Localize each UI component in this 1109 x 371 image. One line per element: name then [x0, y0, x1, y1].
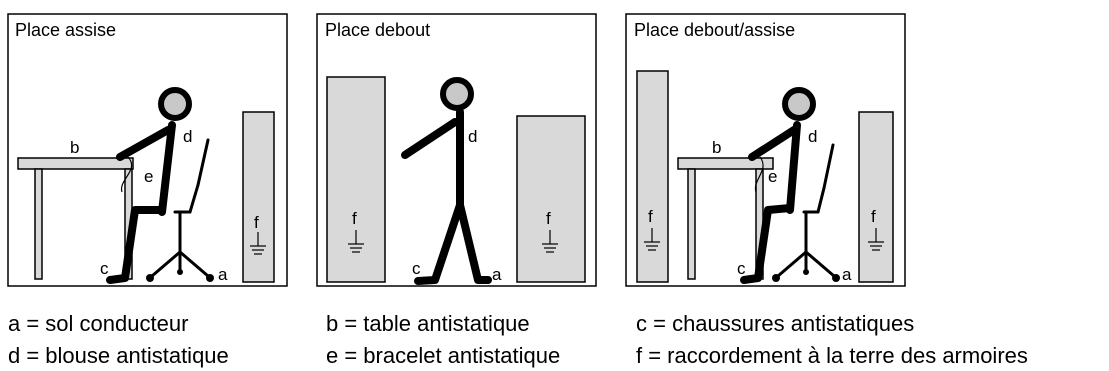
marker-f: f [648, 207, 653, 226]
chair-wheels [146, 269, 214, 282]
panel-standing-seated: Place debout/assise f b [625, 13, 906, 287]
marker-e: e [768, 167, 777, 186]
panel-title: Place assise [15, 20, 116, 40]
marker-f: f [352, 209, 357, 228]
marker-a: a [842, 265, 852, 284]
chair [150, 138, 210, 278]
panel-seated: Place assise b d e [7, 13, 288, 287]
marker-b: b [70, 138, 79, 157]
ground-symbol-icon [542, 230, 558, 253]
seated-person [106, 121, 176, 284]
ground-symbol-icon [868, 228, 884, 251]
panel-frame [7, 13, 288, 287]
grounded-cabinet [636, 70, 669, 283]
marker-c: c [412, 259, 421, 278]
ground-symbol-icon [250, 232, 266, 255]
wrist-strap [121, 156, 133, 193]
person-head [440, 77, 474, 111]
marker-f: f [871, 207, 876, 226]
seated-person [740, 121, 801, 284]
marker-b: b [712, 138, 721, 157]
chair [776, 143, 836, 278]
person-head [158, 87, 192, 121]
marker-f: f [254, 213, 259, 232]
legend-item-d: d = blouse antistatique [8, 343, 229, 368]
person-head [782, 87, 816, 121]
panel-title: Place debout/assise [634, 20, 795, 40]
chair-wheels [772, 269, 840, 282]
marker-d: d [808, 127, 817, 146]
grounded-cabinet [516, 115, 586, 283]
marker-d: d [183, 127, 192, 146]
grounded-cabinet [326, 76, 386, 283]
marker-a: a [218, 265, 228, 284]
marker-e: e [144, 167, 153, 186]
standing-person [401, 108, 492, 285]
grounded-cabinet [858, 111, 894, 283]
legend-item-b: b = table antistatique [326, 311, 530, 336]
marker-d: d [468, 127, 477, 146]
marker-c: c [737, 259, 746, 278]
marker-f: f [546, 209, 551, 228]
wrist-strap [754, 156, 764, 193]
legend-item-e: e = bracelet antistatique [326, 343, 561, 368]
panel-standing: Place debout f f d c a [316, 13, 597, 287]
legend-item-a: a = sol conducteur [8, 311, 189, 336]
marker-c: c [100, 259, 109, 278]
panel-title: Place debout [325, 20, 430, 40]
grounded-cabinet [242, 111, 275, 283]
ground-symbol-icon [644, 228, 660, 251]
marker-a: a [492, 265, 502, 284]
esd-workplace-diagram: Place assise b d e [7, 13, 906, 287]
ground-symbol-icon [348, 230, 364, 253]
legend-item-f: f = raccordement à la terre des armoires [636, 343, 1028, 368]
legend-item-c: c = chaussures antistatiques [636, 311, 915, 336]
